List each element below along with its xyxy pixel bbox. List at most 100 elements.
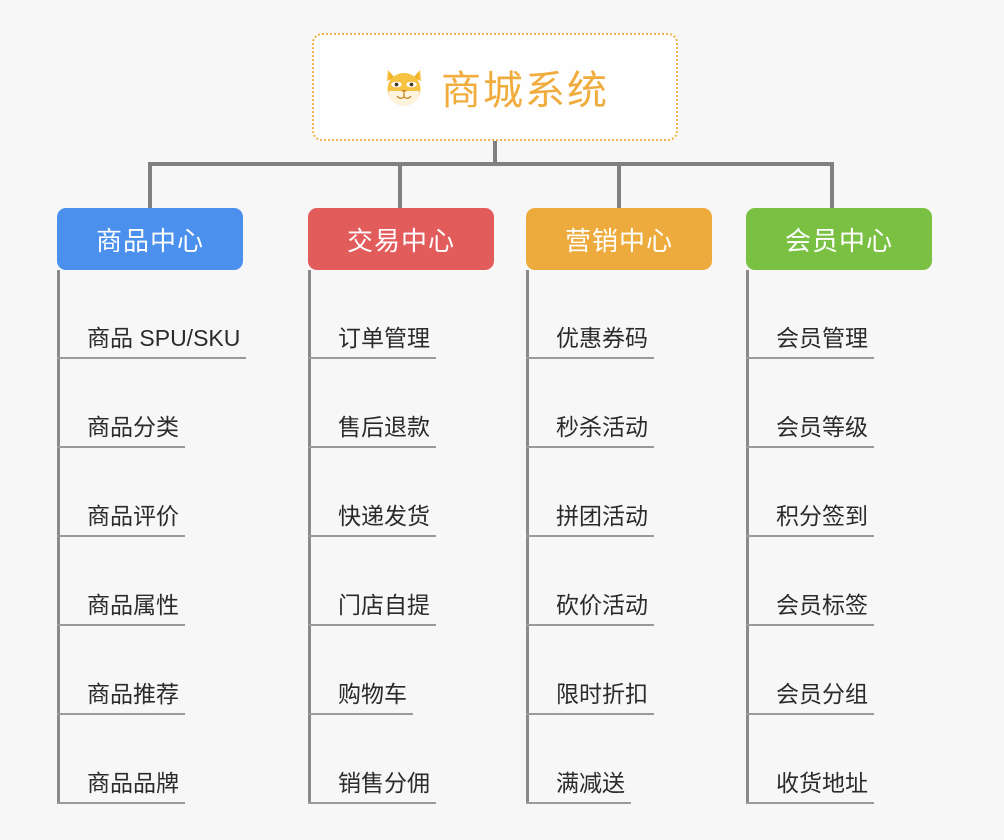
list-item[interactable]: 积分签到	[746, 448, 932, 537]
branch-column-0: 商品中心 商品 SPU/SKU 商品分类 商品评价 商品属性 商品推荐 商品品牌	[57, 208, 247, 804]
branch-spine-2	[526, 270, 529, 804]
branch-column-2: 营销中心 优惠券码 秒杀活动 拼团活动 砍价活动 限时折扣 满减送	[526, 208, 712, 804]
list-item[interactable]: 订单管理	[308, 270, 494, 359]
leaf-underline	[746, 713, 874, 715]
branch-header-label: 会员中心	[784, 225, 893, 256]
leaf-underline	[308, 357, 436, 359]
leaf-label: 收货地址	[776, 770, 868, 797]
leaf-underline	[526, 446, 654, 448]
leaf-label: 优惠券码	[556, 325, 648, 352]
leaf-label: 砍价活动	[556, 592, 648, 619]
list-item[interactable]: 快递发货	[308, 448, 494, 537]
list-item[interactable]: 会员等级	[746, 359, 932, 448]
list-item[interactable]: 商品 SPU/SKU	[57, 270, 247, 359]
connector-horizontal-bar	[148, 162, 834, 166]
leaf-underline	[526, 624, 654, 626]
list-item[interactable]: 售后退款	[308, 359, 494, 448]
connector-drop-2	[398, 162, 402, 210]
leaf-underline	[57, 357, 247, 359]
branch-items-1: 订单管理 售后退款 快递发货 门店自提 购物车 销售分佣	[308, 270, 494, 804]
branch-header-1[interactable]: 交易中心	[308, 208, 494, 270]
branch-header-label: 营销中心	[564, 225, 673, 256]
leaf-underline	[746, 535, 874, 537]
leaf-underline	[526, 713, 654, 715]
leaf-label: 商品 SPU/SKU	[87, 325, 241, 352]
leaf-underline	[746, 802, 874, 804]
branch-items-2: 优惠券码 秒杀活动 拼团活动 砍价活动 限时折扣 满减送	[526, 270, 712, 804]
leaf-label: 门店自提	[338, 592, 430, 619]
leaf-label: 拼团活动	[556, 503, 648, 530]
list-item[interactable]: 优惠券码	[526, 270, 712, 359]
list-item[interactable]: 满减送	[526, 715, 712, 804]
list-item[interactable]: 商品评价	[57, 448, 246, 537]
leaf-underline	[746, 357, 874, 359]
branch-spine-0	[57, 270, 60, 804]
connector-root-stem	[493, 141, 497, 165]
list-item[interactable]: 门店自提	[308, 537, 494, 626]
leaf-label: 商品分类	[87, 414, 179, 441]
root-node[interactable]: 商城系统	[312, 33, 678, 141]
list-item[interactable]: 购物车	[308, 626, 494, 715]
leaf-label: 销售分佣	[338, 770, 430, 797]
list-item[interactable]: 会员标签	[746, 537, 932, 626]
leaf-underline	[57, 624, 185, 626]
list-item[interactable]: 商品品牌	[57, 715, 246, 804]
list-item[interactable]: 拼团活动	[526, 448, 712, 537]
leaf-label: 商品品牌	[87, 770, 179, 797]
leaf-label: 快递发货	[338, 503, 430, 530]
branch-header-3[interactable]: 会员中心	[746, 208, 932, 270]
leaf-underline	[57, 802, 185, 804]
leaf-label: 秒杀活动	[556, 414, 648, 441]
leaf-label: 售后退款	[338, 414, 430, 441]
leaf-label: 商品评价	[87, 503, 179, 530]
leaf-underline	[57, 713, 185, 715]
leaf-underline	[57, 535, 185, 537]
list-item[interactable]: 商品推荐	[57, 626, 246, 715]
list-item[interactable]: 收货地址	[746, 715, 932, 804]
leaf-label: 订单管理	[338, 325, 430, 352]
list-item[interactable]: 限时折扣	[526, 626, 712, 715]
branch-spine-3	[746, 270, 749, 804]
list-item[interactable]: 会员管理	[746, 270, 932, 359]
leaf-label: 购物车	[338, 681, 407, 708]
list-item[interactable]: 商品分类	[57, 359, 246, 448]
branch-header-2[interactable]: 营销中心	[526, 208, 712, 270]
branch-column-1: 交易中心 订单管理 售后退款 快递发货 门店自提 购物车 销售分佣	[308, 208, 494, 804]
leaf-label: 满减送	[556, 770, 625, 797]
list-item[interactable]: 销售分佣	[308, 715, 494, 804]
leaf-label: 限时折扣	[556, 681, 648, 708]
leaf-underline	[57, 446, 185, 448]
leaf-label: 会员管理	[776, 325, 868, 352]
branch-header-0[interactable]: 商品中心	[57, 208, 243, 270]
connector-drop-1	[148, 162, 152, 210]
branch-spine-1	[308, 270, 311, 804]
leaf-underline	[526, 802, 631, 804]
leaf-underline	[746, 446, 874, 448]
leaf-label: 商品属性	[87, 592, 179, 619]
connector-drop-4	[830, 162, 834, 210]
leaf-underline	[308, 713, 413, 715]
list-item[interactable]: 秒杀活动	[526, 359, 712, 448]
leaf-label: 商品推荐	[87, 681, 179, 708]
leaf-underline	[308, 802, 436, 804]
leaf-underline	[308, 624, 436, 626]
leaf-underline	[526, 357, 654, 359]
leaf-underline	[308, 535, 436, 537]
connector-drop-3	[617, 162, 621, 210]
dog-face-icon	[381, 64, 427, 110]
leaf-underline	[308, 446, 436, 448]
branch-header-label: 商品中心	[95, 225, 204, 256]
branch-column-3: 会员中心 会员管理 会员等级 积分签到 会员标签 会员分组 收货地址	[746, 208, 932, 804]
list-item[interactable]: 会员分组	[746, 626, 932, 715]
branch-items-3: 会员管理 会员等级 积分签到 会员标签 会员分组 收货地址	[746, 270, 932, 804]
list-item[interactable]: 砍价活动	[526, 537, 712, 626]
leaf-label: 会员分组	[776, 681, 868, 708]
branch-header-label: 交易中心	[346, 225, 455, 256]
branch-items-0: 商品 SPU/SKU 商品分类 商品评价 商品属性 商品推荐 商品品牌	[57, 270, 247, 804]
list-item[interactable]: 商品属性	[57, 537, 246, 626]
leaf-underline	[526, 535, 654, 537]
leaf-underline	[746, 624, 874, 626]
leaf-label: 积分签到	[776, 503, 868, 530]
leaf-label: 会员等级	[776, 414, 868, 441]
